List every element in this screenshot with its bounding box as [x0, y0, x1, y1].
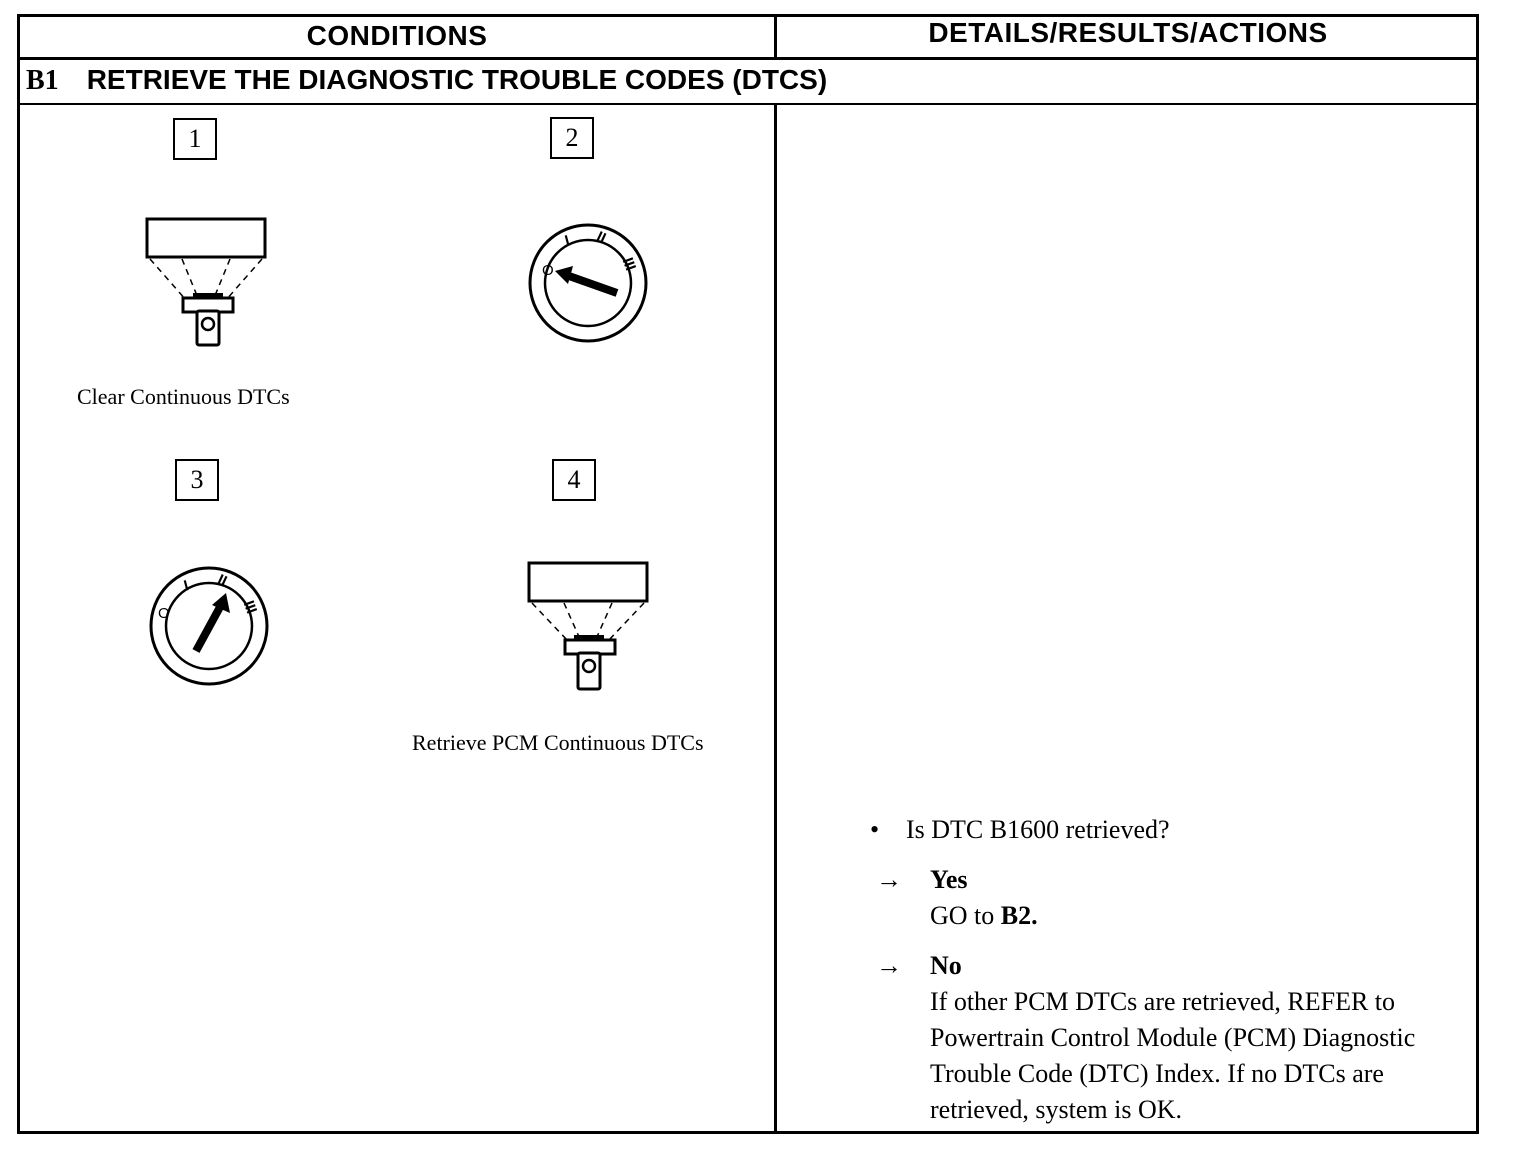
ignition-off-icon: O I II III: [528, 223, 648, 343]
question-item: • Is DTC B1600 retrieved?: [870, 812, 1470, 848]
step-title: RETRIEVE THE DIAGNOSTIC TROUBLE CODES (D…: [86, 64, 828, 95]
ignition-mark-1: I: [563, 232, 571, 250]
header-divider: [17, 57, 1479, 60]
step-number-3: 3: [175, 459, 219, 501]
step-4-caption: Retrieve PCM Continuous DTCs: [412, 730, 704, 755]
answer-no: → No If other PCM DTCs are retrieved, RE…: [870, 948, 1470, 1128]
bullet-icon: •: [870, 815, 880, 844]
results-actions: • Is DTC B1600 retrieved? → Yes GO to B2…: [870, 812, 1470, 1128]
details-header: DETAILS/RESULTS/ACTIONS: [928, 17, 1328, 48]
answer-no-label: No: [930, 951, 962, 980]
ignition-mark-3: III: [240, 598, 260, 616]
step-1-caption: Clear Continuous DTCs: [77, 384, 290, 409]
step-title-row: B1 RETRIEVE THE DIAGNOSTIC TROUBLE CODES …: [26, 64, 827, 97]
answer-yes: → Yes GO to B2.: [870, 862, 1470, 934]
scan-tool-icon: [527, 561, 649, 691]
column-divider-header: [774, 14, 777, 59]
goto-step-link: B2.: [1000, 901, 1038, 930]
scan-tool-icon: [145, 217, 267, 347]
answer-yes-text: GO to B2.: [930, 898, 1470, 934]
answer-no-text: If other PCM DTCs are retrieved, REFER t…: [930, 987, 1416, 1124]
step-divider: [17, 103, 1479, 105]
answer-yes-label: Yes: [930, 865, 968, 894]
arrow-right-icon: →: [876, 865, 902, 894]
conditions-header: CONDITIONS: [306, 20, 488, 51]
ignition-mark-off: O: [158, 605, 170, 622]
step-id: B1: [26, 65, 59, 96]
question-text: Is DTC B1600 retrieved?: [906, 815, 1170, 844]
step-number-4: 4: [552, 459, 596, 501]
step-number-2: 2: [550, 117, 594, 159]
ignition-mark-3: III: [619, 255, 639, 273]
ignition-mark-off: O: [542, 262, 554, 279]
ignition-on-icon: O I II III: [149, 566, 269, 686]
column-divider-body: [774, 103, 777, 1134]
arrow-right-icon: →: [876, 951, 902, 980]
ignition-mark-1: I: [182, 577, 190, 595]
step-number-1: 1: [173, 118, 217, 160]
procedure-table: [17, 14, 1479, 1134]
answer-yes-prefix: GO to: [930, 901, 1001, 930]
